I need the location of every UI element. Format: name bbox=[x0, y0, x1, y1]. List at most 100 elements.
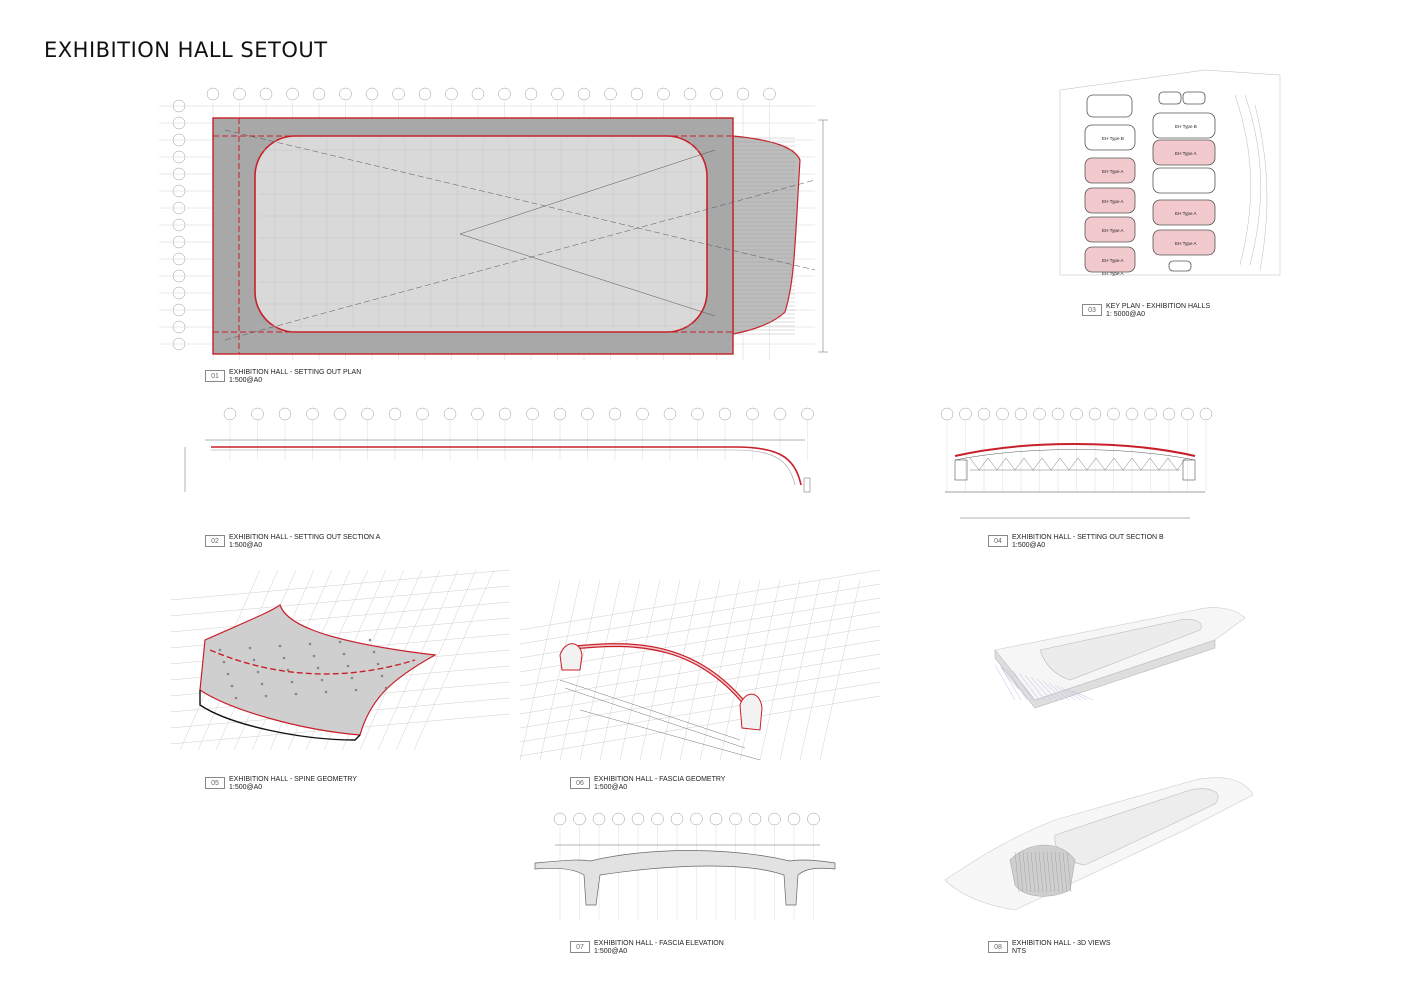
spine-node bbox=[372, 650, 376, 654]
spine-node bbox=[346, 664, 350, 668]
spine-node bbox=[260, 682, 264, 686]
caption-04: 04 EXHIBITION HALL - SETTING OUT SECTION… bbox=[988, 534, 1164, 550]
grid-bubble bbox=[1144, 407, 1157, 421]
grid-bubble bbox=[206, 87, 220, 101]
grid-bubble bbox=[1051, 407, 1065, 421]
grid-bubble bbox=[498, 87, 511, 101]
fascia-grid-line bbox=[719, 579, 761, 761]
caption-number: 04 bbox=[988, 535, 1008, 547]
grid-bubble bbox=[1199, 407, 1213, 421]
caption-number: 02 bbox=[205, 535, 225, 547]
grid-bubble bbox=[630, 87, 644, 101]
fascia-grid-line bbox=[520, 667, 880, 729]
spine-node bbox=[354, 688, 358, 692]
spine-geometry-drawing bbox=[160, 560, 515, 760]
column-line bbox=[1066, 688, 1088, 701]
spine-node bbox=[234, 696, 238, 700]
grid-bubble bbox=[339, 87, 352, 101]
column-line bbox=[1054, 684, 1076, 701]
grid-bubble bbox=[748, 812, 762, 826]
grid-bubble bbox=[577, 87, 591, 101]
caption-title: KEY PLAN - EXHIBITION HALLS bbox=[1106, 303, 1211, 310]
grid-bubble bbox=[278, 407, 292, 421]
grid-bubble bbox=[773, 407, 787, 421]
grid-bubble bbox=[1162, 407, 1176, 421]
fascia-grid-line bbox=[639, 579, 681, 761]
grid-bubble bbox=[710, 87, 723, 101]
spine-node bbox=[342, 652, 346, 656]
grid-bubble bbox=[746, 407, 759, 421]
truss-member bbox=[1068, 457, 1079, 471]
3d-view-bottom bbox=[935, 760, 1265, 930]
grid-bubble bbox=[977, 407, 991, 421]
skylight-rib bbox=[1030, 851, 1036, 893]
grid-bubble bbox=[524, 87, 538, 101]
truss-member bbox=[1104, 457, 1115, 471]
grid-bubble bbox=[670, 812, 684, 826]
fascia-grid-line bbox=[779, 579, 821, 761]
spine-node bbox=[226, 672, 230, 676]
grid-bubble bbox=[657, 87, 670, 101]
key-label: EH Type A bbox=[1175, 211, 1198, 216]
grid-bubble bbox=[940, 407, 954, 421]
grid-bubble bbox=[1014, 407, 1028, 421]
truss-member bbox=[1167, 457, 1178, 471]
grid-bubble bbox=[471, 407, 484, 421]
grid-bubble bbox=[333, 407, 347, 421]
fascia-grid-line bbox=[599, 579, 641, 761]
3d-view-top bbox=[975, 590, 1265, 720]
grid-bubble bbox=[1107, 407, 1120, 421]
spine-node bbox=[252, 658, 256, 662]
caption-scale: 1:500@A0 bbox=[1012, 542, 1046, 549]
caption-08: 08 EXHIBITION HALL - 3D VIEWS NTS bbox=[988, 940, 1111, 956]
grid-bubble bbox=[443, 407, 457, 421]
key-label: EH Type A bbox=[1102, 258, 1125, 263]
truss-member bbox=[1059, 457, 1070, 471]
grid-bubble bbox=[736, 87, 750, 101]
grid-bubble bbox=[573, 812, 586, 826]
grid-bubble bbox=[663, 407, 677, 421]
grid-bubble bbox=[801, 407, 814, 421]
grid-bubble bbox=[223, 407, 237, 421]
skylight-rib bbox=[1058, 851, 1064, 893]
fascia-grid-line bbox=[520, 625, 880, 687]
spine-node bbox=[384, 686, 388, 690]
grid-bubble bbox=[807, 812, 820, 826]
spine-node bbox=[338, 640, 342, 644]
skylight-rib bbox=[1050, 851, 1056, 893]
truss-member bbox=[1140, 457, 1151, 471]
key-label: EH Type B bbox=[1175, 124, 1197, 129]
key-label: EH Type A bbox=[1102, 169, 1125, 174]
grid-bubble bbox=[418, 87, 432, 101]
spine-grid-line bbox=[169, 569, 511, 601]
spine-node bbox=[350, 676, 354, 680]
grid-bubble bbox=[1033, 407, 1046, 421]
grid-bubble bbox=[1070, 407, 1083, 421]
truss-member bbox=[1131, 457, 1142, 471]
spine-node bbox=[294, 692, 298, 696]
skylight-rib bbox=[1026, 851, 1032, 893]
caption-number: 08 bbox=[988, 941, 1008, 953]
grid-bubble bbox=[718, 407, 732, 421]
key-plan-drawing: EH Type B EH Type B EH Type A EH Type A … bbox=[1055, 65, 1285, 285]
column-line bbox=[1024, 674, 1046, 701]
section-b-drawing bbox=[925, 400, 1225, 530]
spine-grid-line bbox=[169, 585, 511, 617]
grid-bubble bbox=[286, 87, 299, 101]
truss-member bbox=[1032, 457, 1043, 471]
fascia-grid-line bbox=[520, 579, 561, 761]
grid-bubble bbox=[768, 812, 781, 826]
spine-node bbox=[222, 660, 226, 664]
spine-node bbox=[218, 648, 222, 652]
truss-member bbox=[1149, 457, 1160, 471]
column-line bbox=[1042, 680, 1064, 701]
sheet-title: EXHIBITION HALL SETOUT bbox=[44, 38, 328, 62]
grid-bubble bbox=[445, 87, 458, 101]
truss-member bbox=[978, 457, 989, 471]
key-label: EH Type A bbox=[1102, 199, 1125, 204]
caption-scale: 1:500@A0 bbox=[594, 784, 628, 791]
spine-node bbox=[256, 670, 260, 674]
caption-number: 05 bbox=[205, 777, 225, 789]
column-line bbox=[1000, 666, 1022, 701]
fascia-grid-line bbox=[579, 579, 621, 761]
